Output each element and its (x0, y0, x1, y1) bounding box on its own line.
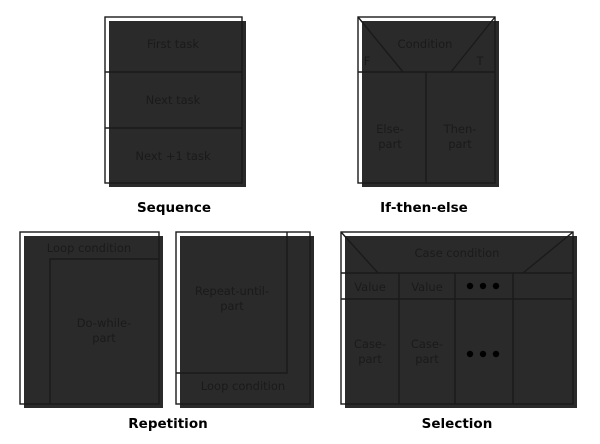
repeat-until-shadow (180, 236, 314, 408)
do-while-box (19, 231, 160, 405)
if-then-else-diagram: Condition F T Else- part Then- part If-t… (357, 16, 499, 216)
value-label-2: Value (411, 280, 443, 294)
case-left-diagonal (340, 231, 379, 274)
case-condition-label: Case condition (415, 246, 500, 260)
selection-diagram: Case condition Value Value Case- part Ca… (340, 231, 577, 432)
case-part-1-line-1: Case- (354, 337, 386, 351)
do-while-loop-condition: Loop condition (47, 241, 131, 255)
do-while-body-frame (49, 258, 159, 404)
ellipsis-dot (492, 282, 500, 290)
do-while-part-line-2: part (92, 331, 116, 345)
case-part-2-line-1: Case- (411, 337, 443, 351)
then-part-line-2: part (448, 137, 472, 151)
ellipsis-dot (466, 350, 474, 358)
else-part-line-1: Else- (376, 122, 404, 136)
repeat-until-box (175, 231, 311, 405)
value-label-1: Value (354, 280, 386, 294)
do-while-shadow (24, 236, 163, 408)
sequence-caption: Sequence (137, 200, 211, 216)
sequence-task-3: Next +1 task (135, 149, 211, 163)
sequence-diagram: First task Next task Next +1 task Sequen… (104, 16, 246, 216)
ellipsis-dot (466, 282, 474, 290)
case-part-2-line-2: part (415, 352, 439, 366)
true-diagonal (450, 16, 496, 73)
ellipsis-dot (492, 350, 500, 358)
repeat-until-body-frame (176, 232, 288, 374)
repeat-until-diagram: Repeat-until- part Loop condition (175, 231, 314, 408)
do-while-part-line-1: Do-while- (77, 316, 132, 330)
value-ellipsis (466, 282, 500, 290)
case-part-ellipsis (466, 350, 500, 358)
true-label: T (475, 54, 484, 68)
ellipsis-dot (479, 282, 487, 290)
repeat-until-part-line-1: Repeat-until- (195, 284, 269, 298)
case-part-1-line-2: part (358, 352, 382, 366)
sequence-shadow (109, 21, 246, 187)
repeat-until-part-line-2: part (220, 299, 244, 313)
if-then-else-caption: If-then-else (380, 200, 468, 216)
do-while-diagram: Loop condition Do-while- part (19, 231, 163, 408)
condition-label: Condition (398, 37, 453, 51)
ellipsis-dot (479, 350, 487, 358)
sequence-task-1: First task (147, 37, 199, 51)
false-diagonal (357, 16, 404, 73)
case-right-diagonal (522, 231, 574, 274)
repetition-caption: Repetition (128, 416, 207, 432)
sequence-task-2: Next task (146, 93, 201, 107)
if-then-else-shadow (362, 21, 499, 187)
then-part-line-1: Then- (443, 122, 477, 136)
selection-caption: Selection (422, 416, 493, 432)
else-part-line-2: part (378, 137, 402, 151)
selection-shadow (345, 236, 577, 408)
false-label: F (364, 54, 371, 68)
selection-box (340, 231, 574, 405)
sequence-box (104, 16, 243, 184)
repeat-until-loop-condition: Loop condition (201, 379, 285, 393)
